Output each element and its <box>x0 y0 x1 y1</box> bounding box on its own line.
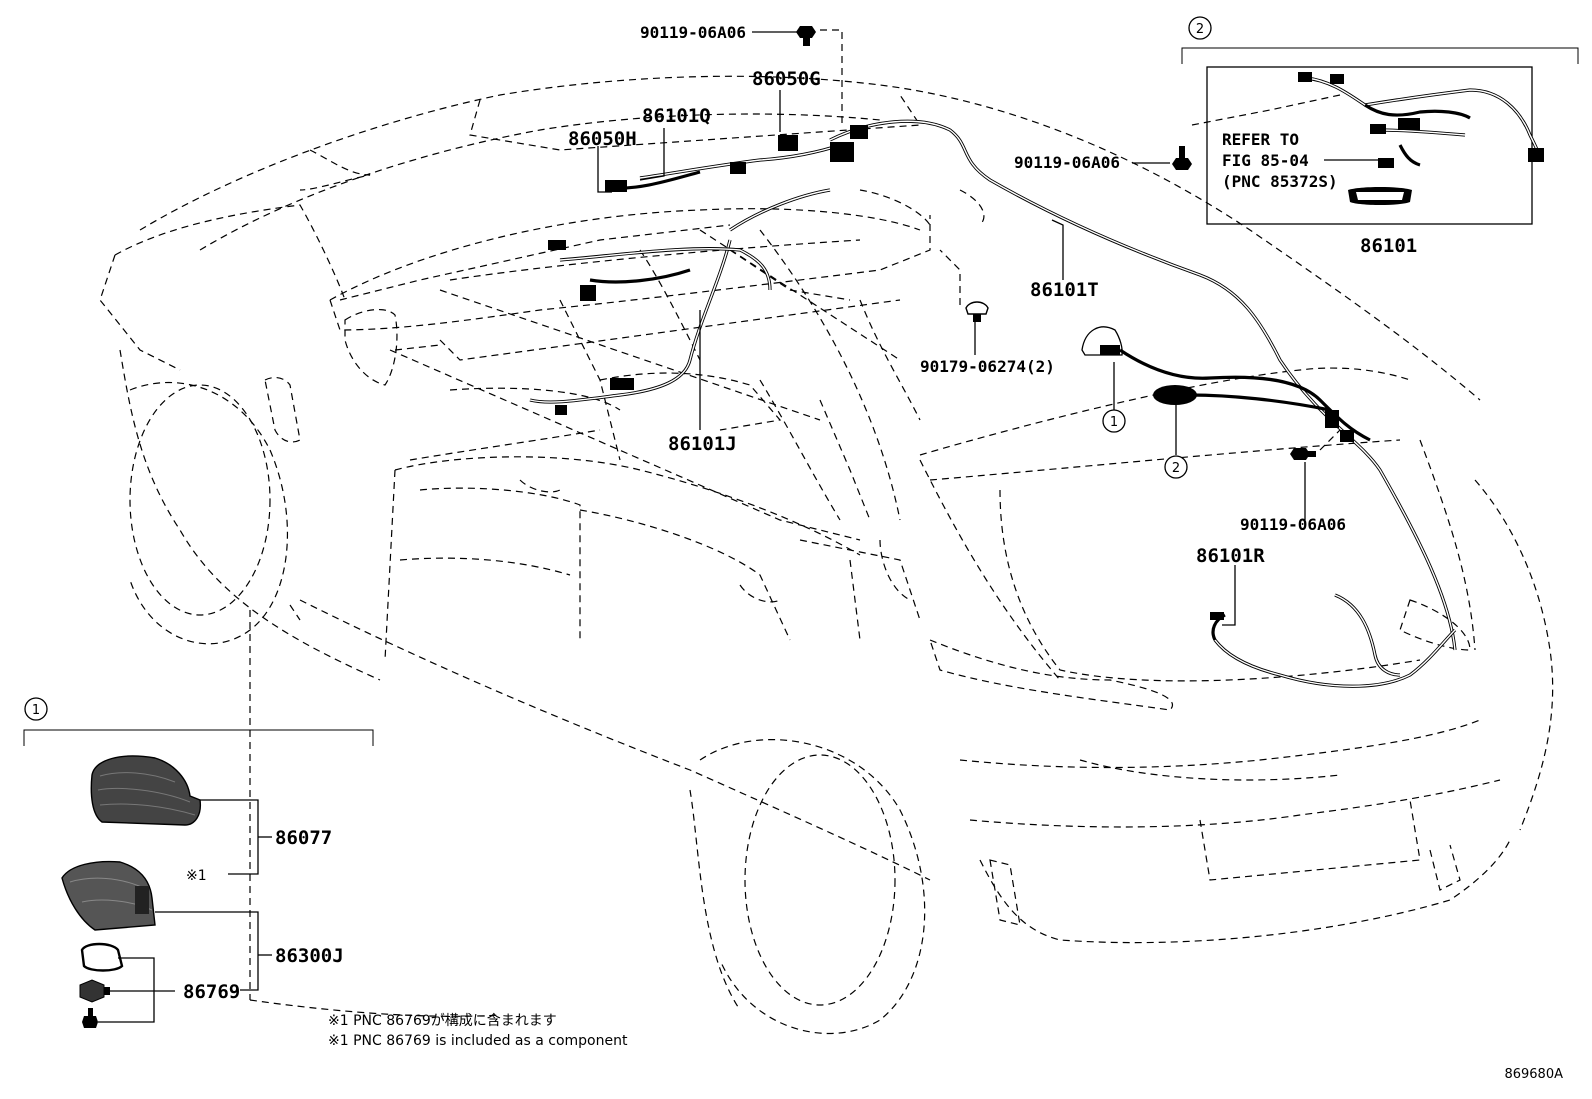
callout-number: 2 <box>1172 461 1180 476</box>
antenna-base-icon <box>61 860 156 931</box>
part-label-86101: 86101 <box>1360 235 1417 257</box>
bolt-icon <box>796 26 816 46</box>
part-label-86769: 86769 <box>183 981 240 1003</box>
part-label-86101j: 86101J <box>668 433 737 455</box>
leader-lines <box>597 29 1341 626</box>
vehicle-outline <box>99 75 1554 1034</box>
part-label-86101r: 86101R <box>1196 545 1265 567</box>
inset-1: 1 <box>23 697 374 1028</box>
part-label-86077: 86077 <box>275 827 332 849</box>
part-label-bolt-rear: 90119-06A06 <box>1240 515 1346 534</box>
refer-text-line-1: REFER TO <box>1222 130 1299 149</box>
antenna-cover-icon <box>90 755 202 826</box>
illustration-id: 869680A <box>1504 1067 1563 1082</box>
part-label-86050h: 86050H <box>568 128 637 150</box>
callout-1-marker: 1 <box>1102 409 1126 433</box>
part-label-86300j: 86300J <box>275 945 344 967</box>
component-note-mark: ※1 <box>186 868 207 884</box>
bolt-icon <box>1172 146 1192 170</box>
bolt-icon <box>1290 448 1316 460</box>
footnote-english: ※1 PNC 86769 is included as a component <box>328 1033 628 1049</box>
clip-icon <box>965 301 989 322</box>
callout-2-marker: 2 <box>1164 455 1188 479</box>
footnote-japanese: ※1 PNC 86769が構成に含まれます <box>328 1013 557 1029</box>
callout-number: 2 <box>1196 22 1204 37</box>
part-label-bolt-right: 90119-06A06 <box>1014 153 1120 172</box>
nut-icon <box>79 979 110 1003</box>
gasket-icon <box>80 942 124 972</box>
connectors <box>548 125 1354 620</box>
refer-text-line-3: (PNC 85372S) <box>1222 172 1338 191</box>
refer-text-line-2: FIG 85-04 <box>1222 151 1309 170</box>
callout-number: 1 <box>32 703 40 718</box>
screw-icon <box>82 1008 98 1028</box>
part-label-86101q: 86101Q <box>642 105 711 127</box>
callout-number: 1 <box>1110 415 1118 430</box>
part-label-86050g: 86050G <box>752 68 821 90</box>
roof-antenna-shape <box>1081 326 1123 356</box>
part-label-86101t: 86101T <box>1030 279 1099 301</box>
wire-harness-routing <box>529 119 1457 688</box>
inset-2: 2 REFER TO FIG 85-04 (PNC 85372S) 86101 <box>1181 16 1579 257</box>
part-label-clip: 90179-06274(2) <box>920 357 1055 376</box>
part-label-bolt-top: 90119-06A06 <box>640 23 746 42</box>
